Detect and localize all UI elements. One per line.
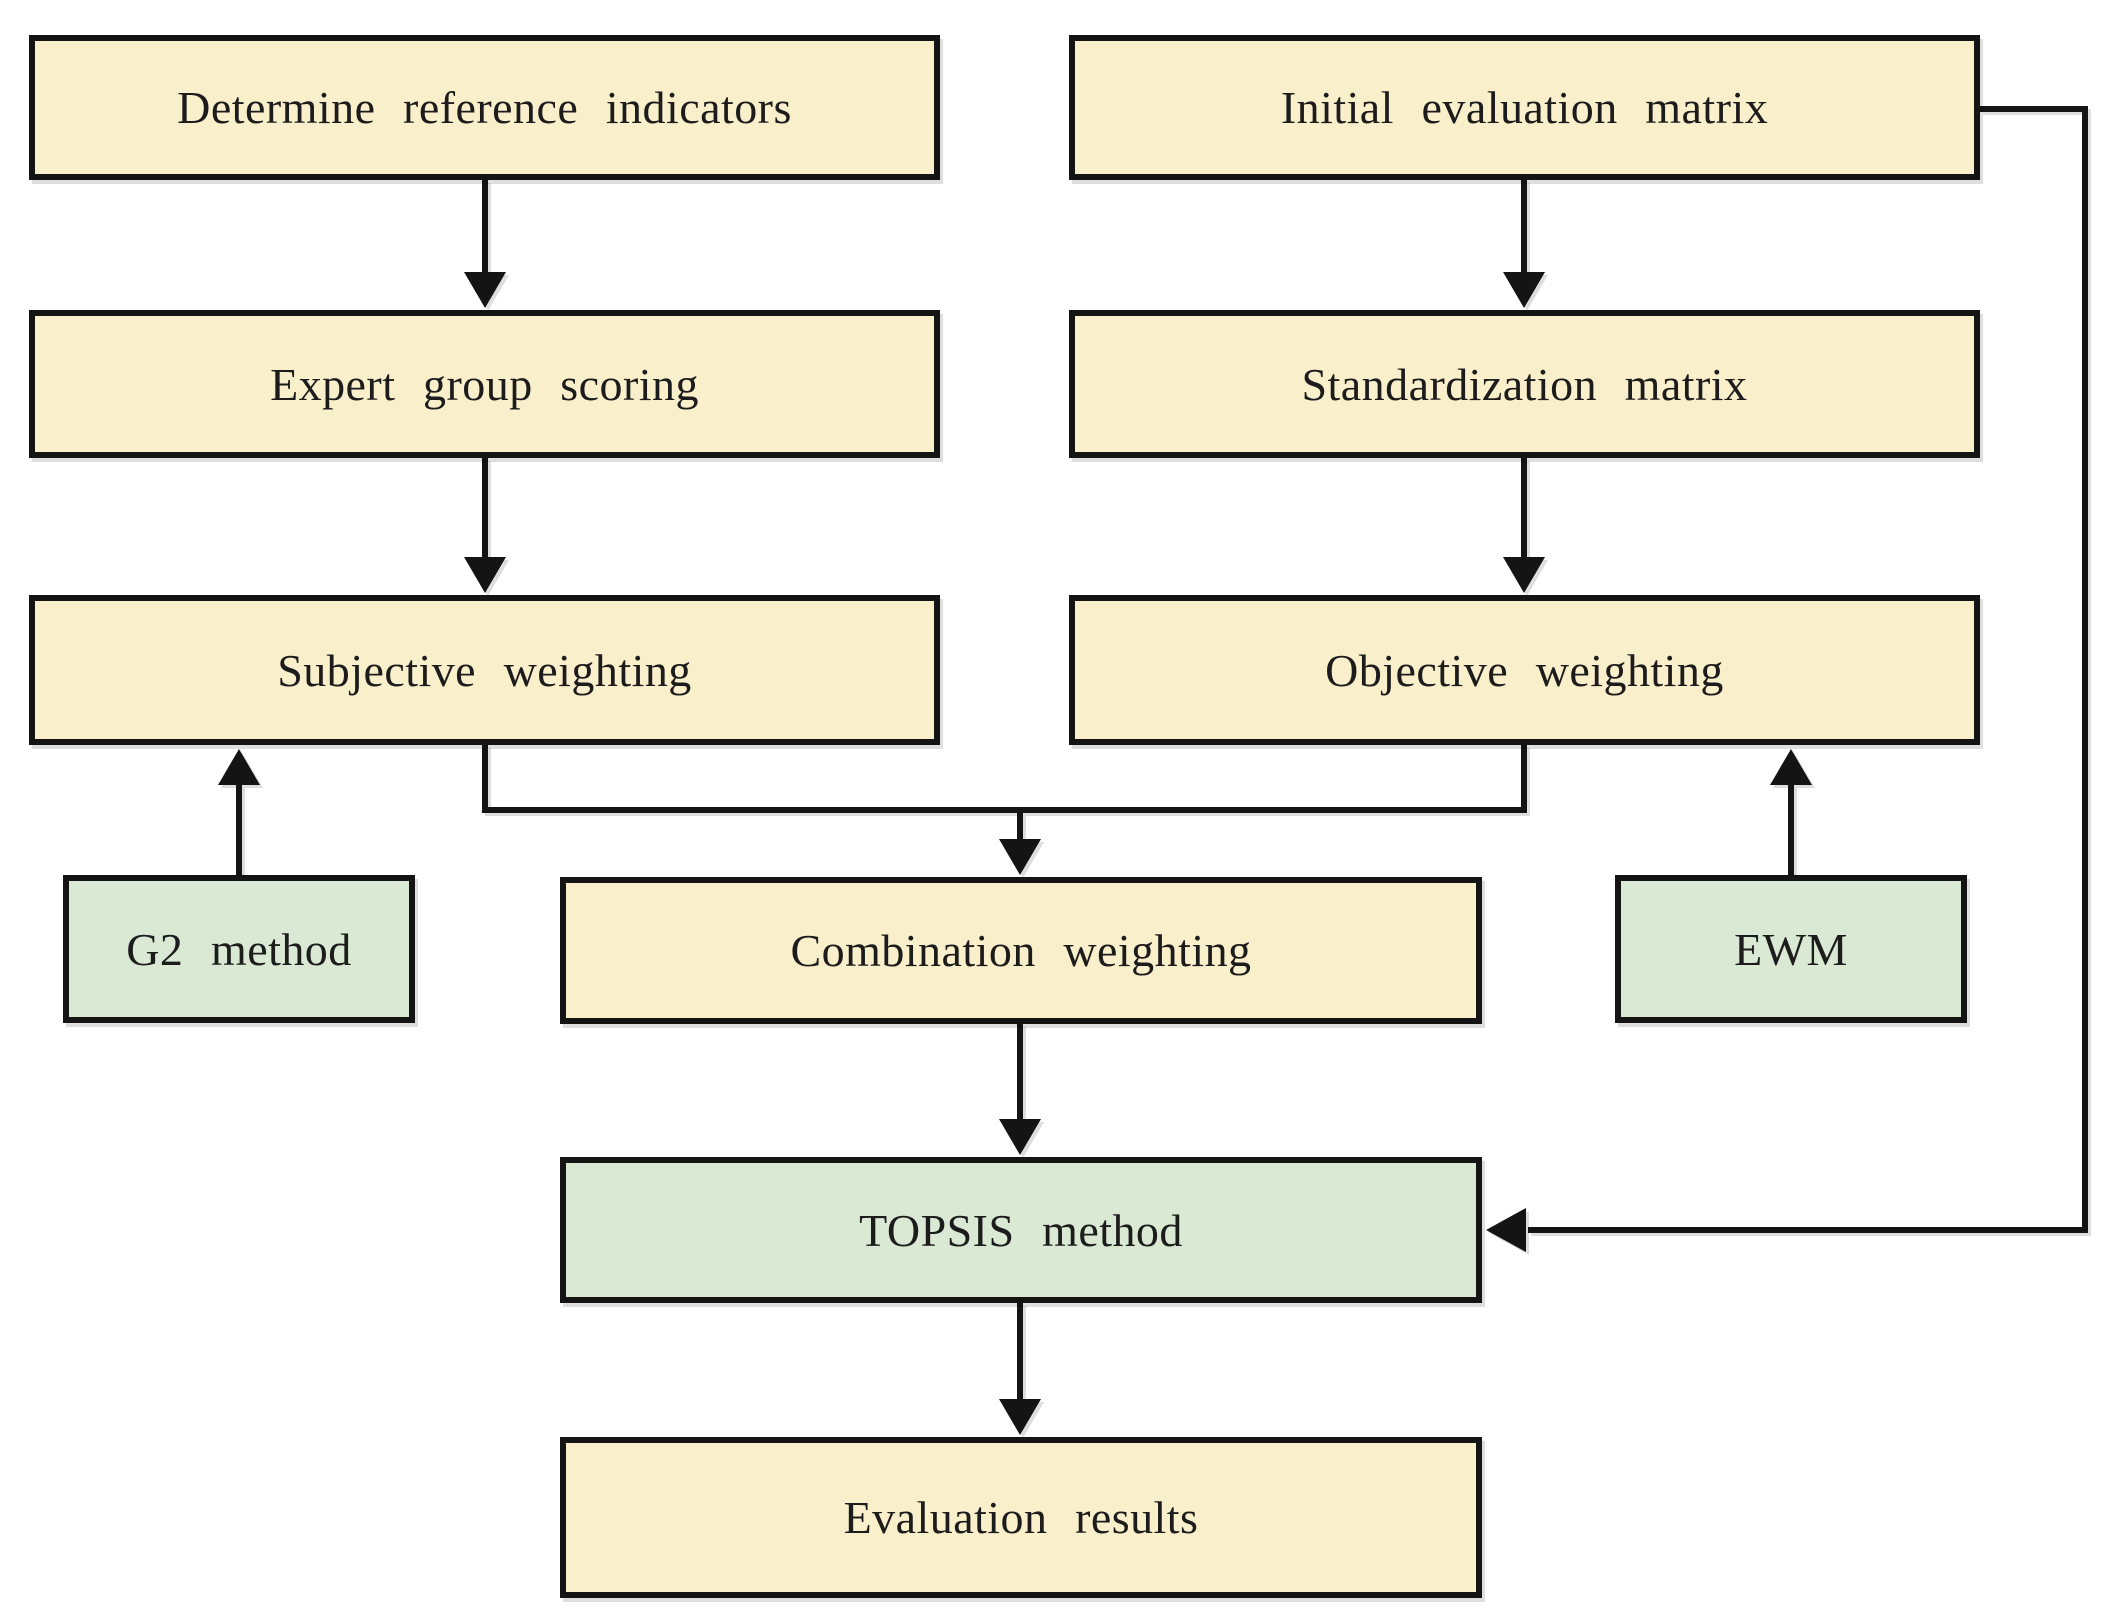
node-ewm: EWM (1615, 875, 1967, 1023)
node-g2-method: G2 method (63, 875, 415, 1023)
node-label: Combination weighting (790, 925, 1252, 976)
node-label: TOPSIS method (859, 1204, 1183, 1256)
arrowhead-ewm-to-objective (1770, 749, 1812, 785)
node-label: Objective weighting (1325, 644, 1724, 696)
node-objective-weighting: Objective weighting (1069, 595, 1980, 745)
node-label: G2 method (126, 923, 352, 975)
arrowhead-combination-to-topsis (999, 1119, 1041, 1155)
node-initial-evaluation-matrix: Initial evaluation matrix (1069, 35, 1980, 180)
node-label: Evaluation results (843, 1492, 1199, 1543)
node-label: Standardization matrix (1301, 358, 1748, 410)
node-label: Expert group scoring (270, 358, 699, 410)
node-label: Initial evaluation matrix (1280, 82, 1769, 133)
node-standardization-matrix: Standardization matrix (1069, 310, 1980, 458)
arrowhead-determine-to-expert (464, 272, 506, 308)
arrowhead-initial-to-standardization (1503, 272, 1545, 308)
connector-weighting-merge (482, 745, 1527, 813)
arrowhead-expert-to-subjective (464, 557, 506, 593)
arrowhead-g2-to-subjective (218, 749, 260, 785)
arrowhead-merge-to-combination (999, 839, 1041, 875)
node-subjective-weighting: Subjective weighting (29, 595, 940, 745)
node-label: Determine reference indicators (177, 82, 792, 133)
arrowhead-topsis-to-evaluation (999, 1399, 1041, 1435)
node-combination-weighting: Combination weighting (560, 877, 1482, 1024)
node-topsis-method: TOPSIS method (560, 1157, 1482, 1303)
connector-initial-to-topsis (1528, 106, 2088, 1233)
node-label: EWM (1734, 923, 1848, 975)
node-evaluation-results: Evaluation results (560, 1437, 1482, 1598)
node-determine-reference-indicators: Determine reference indicators (29, 35, 940, 180)
node-label: Subjective weighting (277, 644, 692, 696)
node-expert-group-scoring: Expert group scoring (29, 310, 940, 458)
arrowhead-standardization-to-objective (1503, 557, 1545, 593)
arrowhead-initial-to-topsis (1486, 1208, 1526, 1252)
